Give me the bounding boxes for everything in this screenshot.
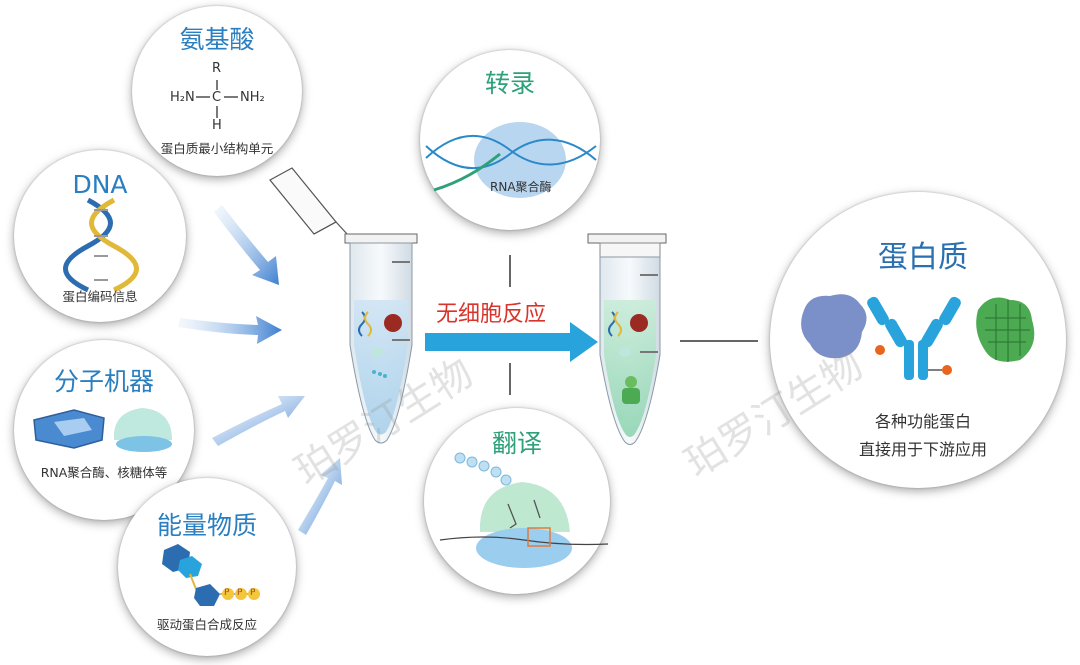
formula-right: NH₂: [240, 90, 265, 105]
energy-subtitle: 驱动蛋白合成反应: [156, 617, 257, 632]
energy-circle: 能量物质 P P P 驱动蛋白合成反应: [118, 478, 296, 656]
arrow-amino: [214, 205, 279, 285]
phosphate-label-3: P: [250, 588, 256, 598]
dna-subtitle: 蛋白编码信息: [62, 289, 138, 304]
formula-c: C: [212, 90, 222, 105]
amino-acid-title: 氨基酸: [179, 25, 255, 54]
reaction-label: 无细胞反应: [436, 302, 547, 327]
transcription-circle: 转录 RNA聚合酶: [420, 50, 600, 230]
amino-acid-subtitle: 蛋白质最小结构单元: [160, 141, 274, 156]
transcription-title: 转录: [484, 69, 535, 98]
rna-polymerase-label: RNA聚合酶: [490, 180, 552, 194]
protein-title: 蛋白质: [878, 240, 968, 275]
molecular-machine-circle: 分子机器 RNA聚合酶、核糖体等: [14, 340, 194, 520]
amino-acid-formula: [196, 80, 238, 118]
phosphate-label-1: P: [224, 588, 230, 598]
atp-icon: [162, 544, 260, 606]
phosphate-label-2: P: [237, 588, 243, 598]
formula-r: R: [212, 61, 222, 76]
formula-h: H: [212, 118, 222, 133]
reaction-tube-left: [269, 167, 418, 444]
molecular-machine-icon: [33, 408, 172, 452]
protein-line-1: 各种功能蛋白: [874, 412, 971, 431]
dna-helix-icon: [63, 197, 139, 293]
energy-title: 能量物质: [156, 511, 257, 540]
dna-title: DNA: [72, 170, 128, 199]
molecular-machine-subtitle: RNA聚合酶、核糖体等: [40, 465, 168, 480]
dna-circle: DNA 蛋白编码信息: [14, 150, 186, 322]
arrow-machine: [212, 396, 305, 446]
reaction-tube-right: [587, 233, 667, 445]
amino-acid-circle: 氨基酸 R C H H₂N NH₂ 蛋白质最小结构单元: [132, 6, 302, 176]
translation-title: 翻译: [491, 429, 542, 458]
protein-line-2: 直接用于下游应用: [858, 440, 987, 459]
arrow-energy: [298, 458, 342, 535]
formula-left: H₂N: [170, 90, 195, 105]
molecular-machine-title: 分子机器: [53, 367, 154, 396]
ribosome-icon: [439, 452, 609, 568]
arrow-dna: [178, 316, 282, 344]
reaction-arrow: [425, 322, 598, 362]
translation-circle: 翻译: [424, 408, 610, 594]
transcription-icon: [425, 122, 597, 198]
